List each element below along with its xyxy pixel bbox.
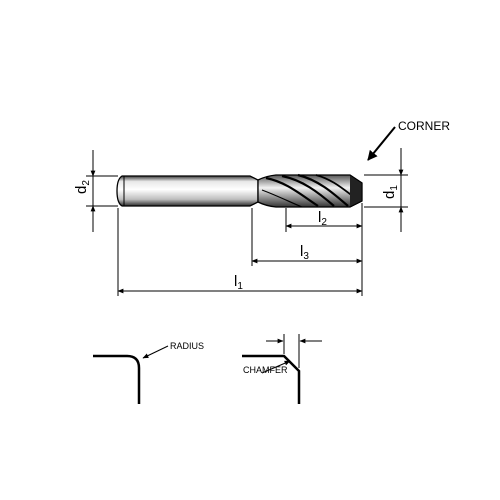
radius-corner-profile [93, 354, 141, 404]
end-mill-tool [116, 173, 363, 208]
radius-detail: RADIUS [93, 341, 204, 404]
radius-arrow [142, 345, 169, 359]
chamfer-label: CHAMFER [243, 365, 288, 375]
l3-label: l3 [300, 243, 309, 262]
flute-helix-1 [265, 176, 319, 207]
d2-label: d2 [73, 180, 92, 194]
flute-helix-3 [297, 173, 349, 207]
radius-label: RADIUS [170, 341, 204, 351]
cutting-tip [349, 174, 363, 208]
chamfer-corner-profile [242, 354, 301, 404]
dimension-d2 [86, 150, 118, 232]
dimension-d1 [364, 148, 408, 232]
flute-helix-2 [281, 174, 335, 207]
corner-label: CORNER [398, 119, 450, 133]
corner-arrow [367, 126, 396, 161]
tool-shank [116, 175, 259, 207]
flute-helix-5 [261, 189, 303, 208]
l1-label: l1 [234, 273, 243, 292]
chamfer-arrow [261, 360, 291, 374]
l2-label: l2 [318, 209, 327, 228]
d1-label: d1 [381, 185, 400, 199]
chamfer-detail: CHAMFER [242, 334, 322, 404]
